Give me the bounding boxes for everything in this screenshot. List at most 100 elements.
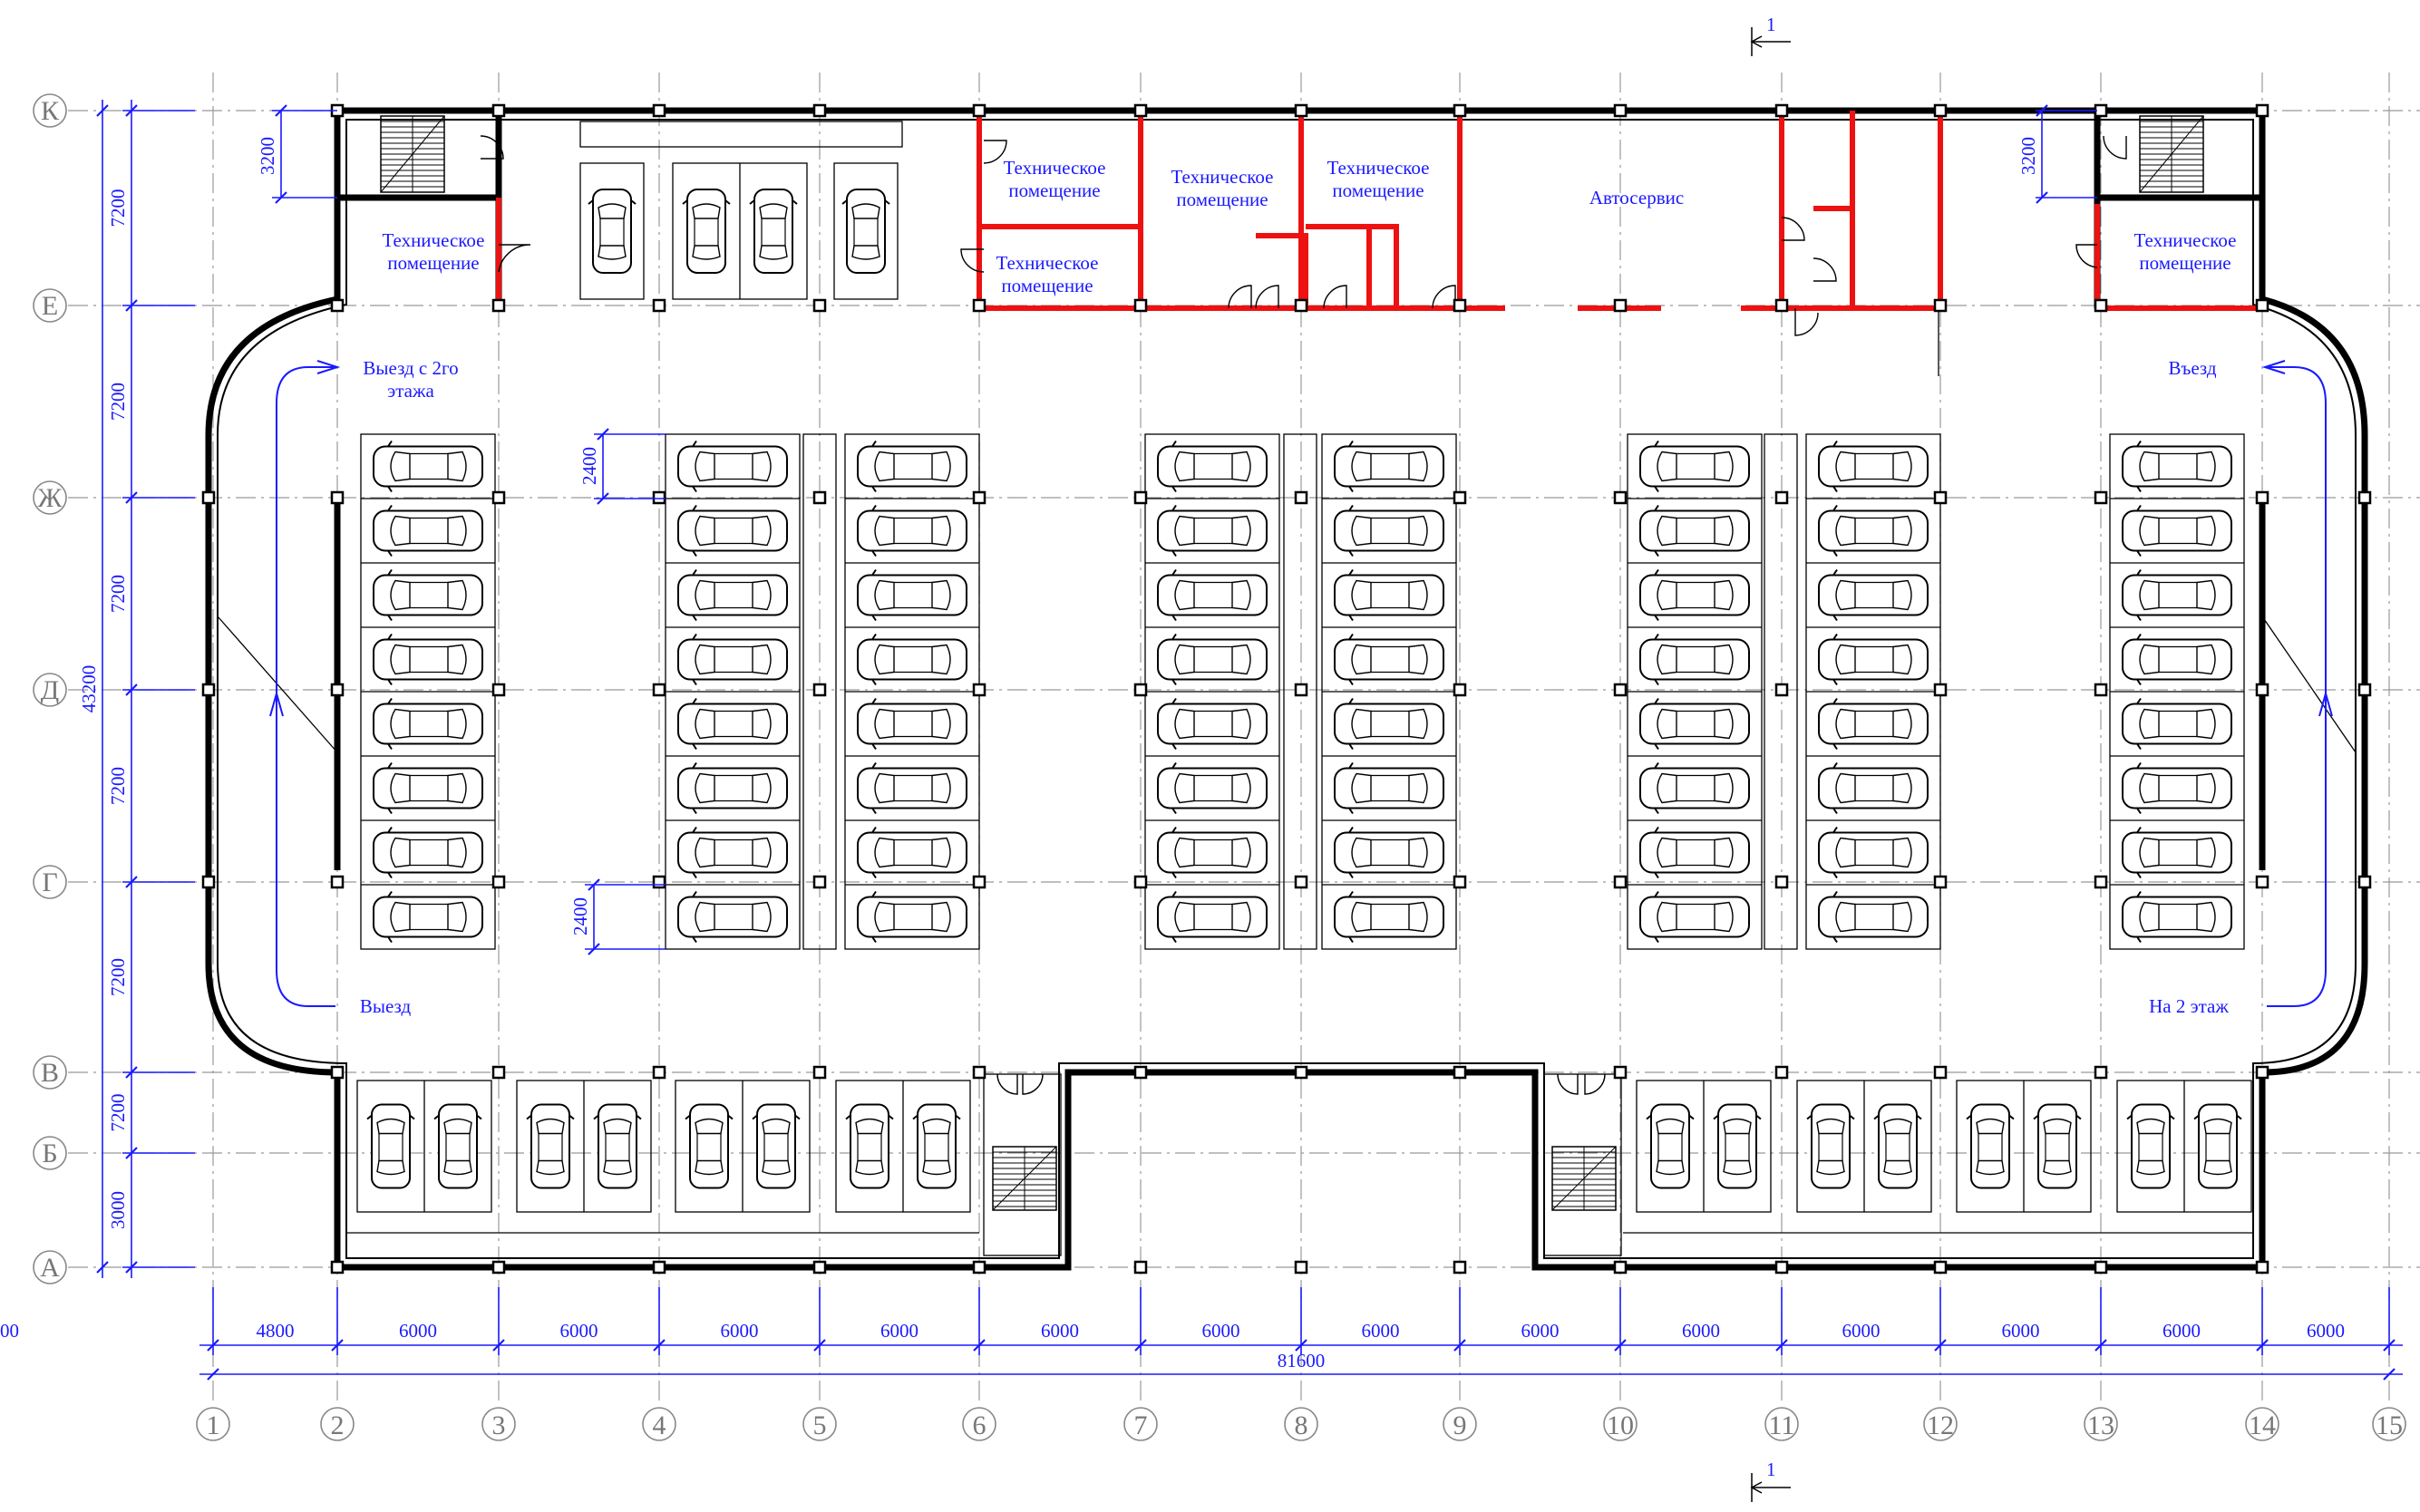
axis-bubble: [33, 1055, 67, 1090]
car: [1639, 697, 1750, 751]
room-tech-c-l2: помещение: [1332, 179, 1424, 201]
car: [373, 761, 483, 815]
dim-bottom: 6000: [1521, 1320, 1560, 1342]
car: [841, 189, 890, 274]
car: [1806, 1103, 1855, 1189]
car: [677, 697, 788, 751]
column: [972, 1260, 986, 1275]
axis-label-10: 10: [1607, 1410, 1634, 1440]
column: [1453, 875, 1467, 889]
column: [972, 1065, 986, 1080]
car: [857, 440, 967, 493]
column: [1133, 875, 1148, 889]
column: [2094, 1260, 2108, 1275]
column: [330, 683, 345, 697]
car: [373, 504, 483, 557]
column: [1774, 103, 1789, 118]
section-marks: [1750, 27, 1791, 1502]
dim-bottom: 6000: [1202, 1320, 1240, 1342]
column: [1613, 298, 1628, 313]
doors: [480, 135, 2127, 1095]
column: [1774, 298, 1789, 313]
column: [2094, 875, 2108, 889]
car: [1157, 890, 1268, 944]
column: [2255, 490, 2269, 505]
room-tech-left-l1: Техническое: [383, 229, 485, 251]
car: [2122, 697, 2232, 751]
axis-label-8: 8: [1295, 1410, 1308, 1440]
car: [1334, 697, 1444, 751]
car: [1639, 890, 1750, 944]
axis-label-3: Д: [41, 675, 59, 705]
column: [1294, 1065, 1308, 1080]
axis-bubble: [33, 1136, 67, 1170]
car: [373, 826, 483, 879]
column: [2094, 683, 2108, 697]
car: [1639, 440, 1750, 493]
column: [2357, 490, 2372, 505]
room-tech-left-l2: помещение: [387, 252, 479, 274]
axis-label-4: 4: [653, 1410, 666, 1440]
column: [1613, 490, 1628, 505]
axis-bubble: [33, 93, 67, 128]
axis-bubble: [33, 288, 67, 323]
column: [2357, 875, 2372, 889]
axis-bubble: [33, 480, 67, 515]
car: [1713, 1103, 1762, 1189]
car: [749, 189, 798, 274]
car: [857, 633, 967, 686]
column: [2255, 1065, 2269, 1080]
car: [752, 1103, 801, 1189]
column: [972, 298, 986, 313]
column: [1613, 1260, 1628, 1275]
car: [1639, 826, 1750, 879]
axis-bubble: [642, 1407, 676, 1441]
dim-bottom: 6000: [1842, 1320, 1881, 1342]
car: [912, 1103, 961, 1189]
column: [1933, 1065, 1948, 1080]
car: [373, 440, 483, 493]
car: [1157, 633, 1268, 686]
car: [1157, 761, 1268, 815]
dim-left: 7200: [107, 958, 129, 996]
column: [1294, 1260, 1308, 1275]
column: [1133, 1260, 1148, 1275]
column: [1453, 1260, 1467, 1275]
column: [1774, 683, 1789, 697]
car: [857, 568, 967, 622]
column: [491, 490, 506, 505]
car: [2122, 568, 2232, 622]
column: [1933, 298, 1948, 313]
column: [201, 490, 216, 505]
room-tech-a-bottom-l2: помещение: [1001, 275, 1093, 296]
car: [588, 189, 637, 274]
column: [201, 875, 216, 889]
dim-bottom: 6000: [1041, 1320, 1079, 1342]
car: [373, 890, 483, 944]
column: [812, 298, 827, 313]
column: [330, 1065, 345, 1080]
column: [652, 1065, 666, 1080]
ramp-exit: Выезд: [360, 995, 412, 1017]
column: [812, 1065, 827, 1080]
car: [2122, 440, 2232, 493]
axis-label-4: Г: [42, 867, 57, 897]
column: [812, 1260, 827, 1275]
section-label-top: 1: [1766, 14, 1776, 35]
dim-left: 4200: [0, 0, 19, 5]
car: [857, 697, 967, 751]
column: [1453, 1065, 1467, 1080]
car: [1334, 504, 1444, 557]
dim-left: 7200: [107, 189, 129, 228]
column: [1453, 490, 1467, 505]
car: [1818, 826, 1929, 879]
column: [1933, 103, 1948, 118]
car: [857, 504, 967, 557]
ramp-exit-from-2nd-l2: этажа: [387, 380, 434, 402]
column: [1933, 490, 1948, 505]
car: [1818, 633, 1929, 686]
column: [1933, 1260, 1948, 1275]
room-labels: Техническое помещение Техническое помеще…: [360, 157, 2237, 1017]
